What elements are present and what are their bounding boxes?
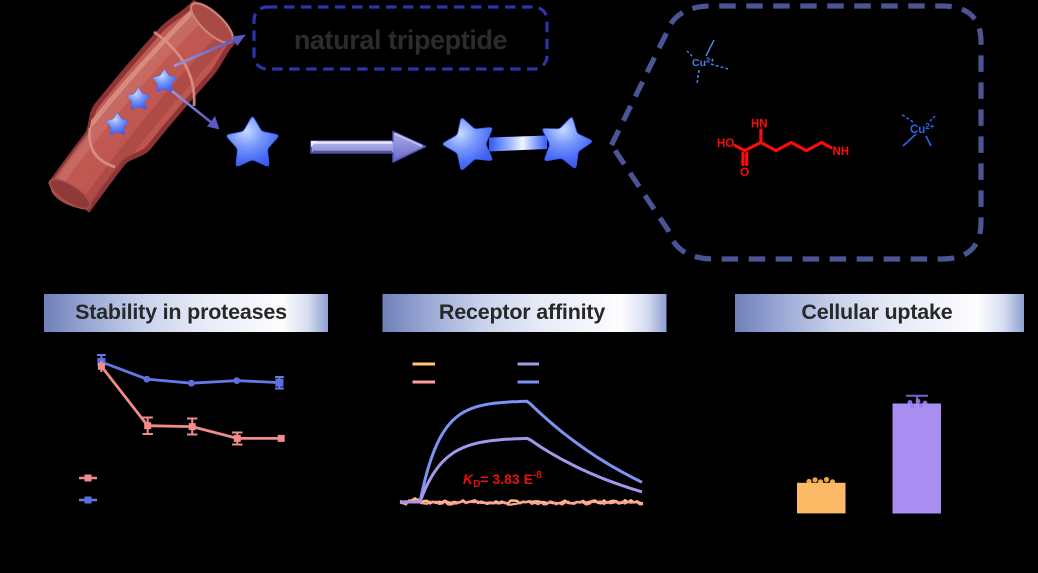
svg-text:HN: HN — [751, 119, 768, 131]
svg-text:O: O — [740, 165, 749, 179]
svg-text:HO: HO — [717, 138, 734, 150]
svg-text:Cellular uptake: Cellular uptake — [801, 300, 952, 324]
svg-text:KD= 3.83 E-8: KD= 3.83 E-8 — [463, 470, 542, 490]
svg-text:natural tripeptide: natural tripeptide — [294, 25, 508, 55]
svg-text:NH: NH — [833, 146, 850, 158]
svg-text:Stability in proteases: Stability in proteases — [75, 300, 287, 324]
svg-text:Receptor affinity: Receptor affinity — [439, 300, 605, 324]
